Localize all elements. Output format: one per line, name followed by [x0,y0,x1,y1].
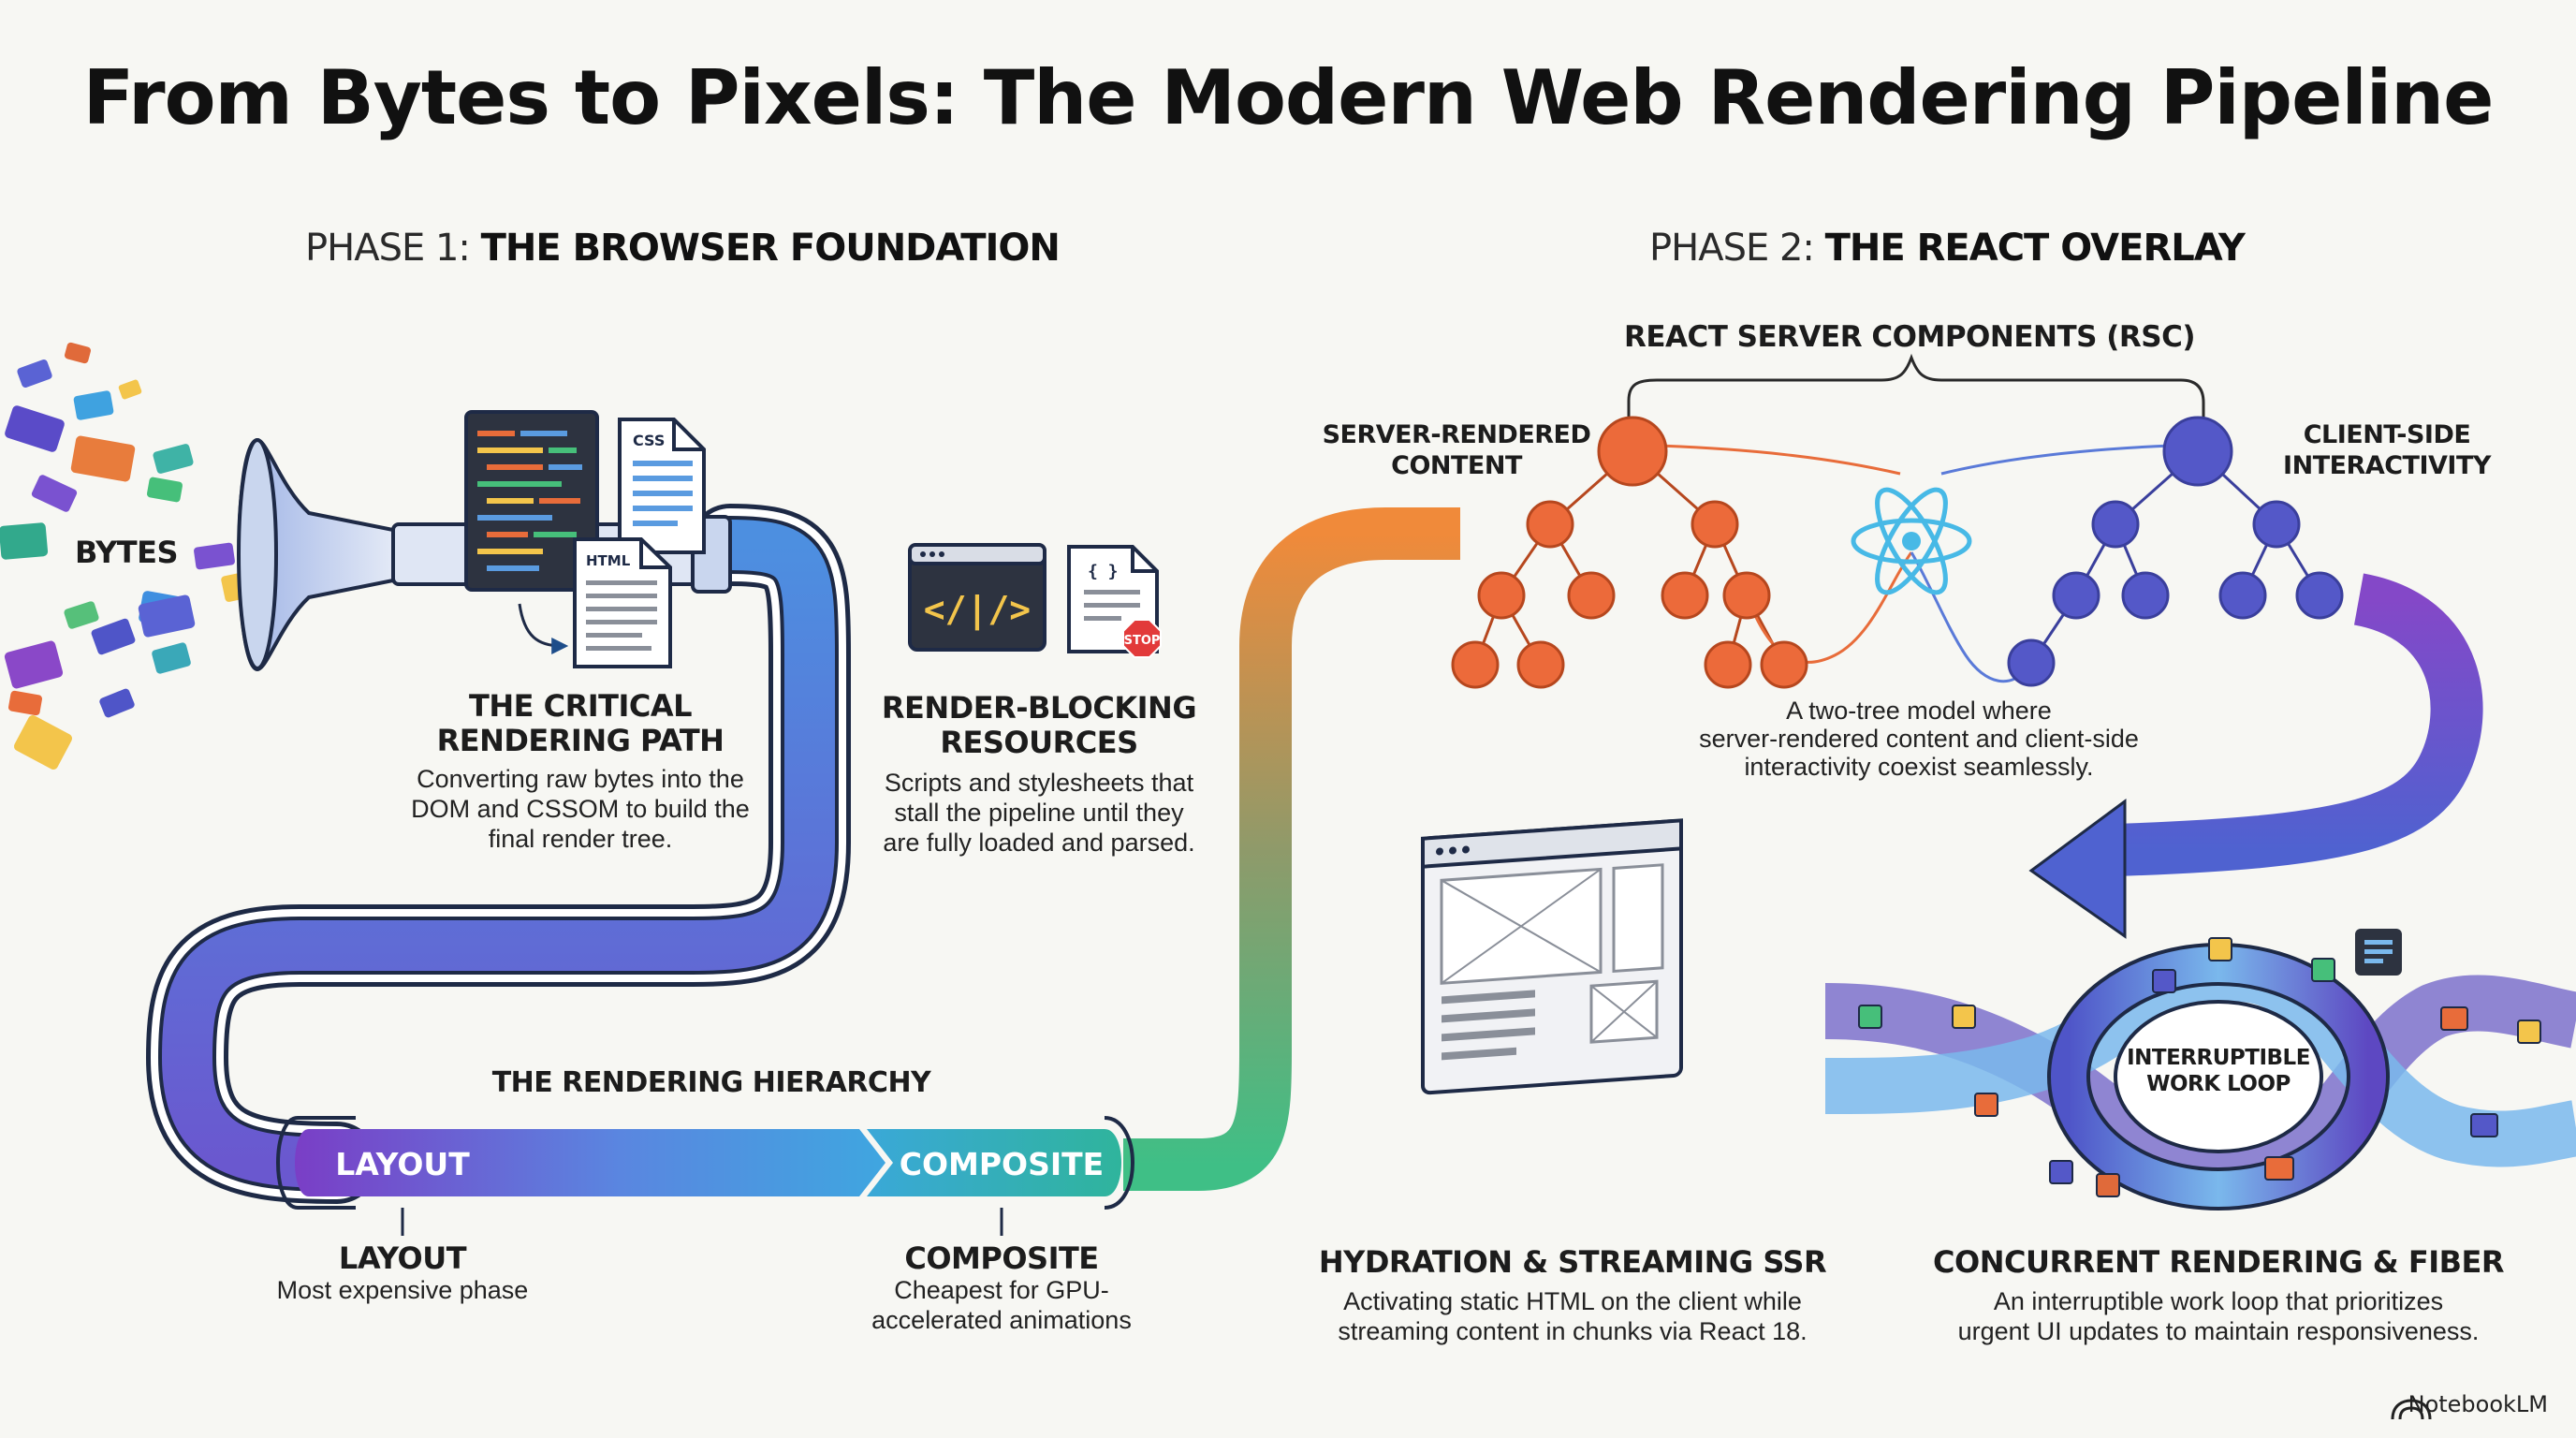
bytes-label: BYTES [74,535,179,570]
browser-wireframe-icon [1421,818,1683,1095]
phase2-name: THE REACT OVERLAY [1824,227,2246,270]
script-window-icon: </|/> [908,543,1046,652]
phase2-heading: PHASE 2: THE REACT OVERLAY [1649,227,2246,270]
css-doc-label: CSS [633,432,665,449]
react-atom-icon [1851,487,1972,595]
rsc-heading: REACT SERVER COMPONENTS (RSC) [1623,320,2196,354]
brand-label: NotebookLM [2408,1391,2548,1417]
layout-text: Most expensive phase [276,1276,529,1304]
rsc-text: A two-tree model where server-rendered c… [1699,697,2139,781]
composite-text: Cheapest for GPU- accelerated animations [871,1276,1132,1334]
bytes-particles [0,342,260,770]
pill-layout-label: LAYOUT [335,1146,470,1182]
render-blocking-heading: RENDER-BLOCKING RESOURCES [881,690,1197,760]
code-document-icon [464,410,599,592]
critical-path-heading: THE CRITICAL RENDERING PATH [436,688,724,758]
client-interactivity-label: CLIENT-SIDE INTERACTIVITY [2283,420,2491,480]
notebooklm-logo-icon [2391,1399,2432,1420]
phase2-down-arrow [2028,573,2483,939]
phase1-name: THE BROWSER FOUNDATION [480,227,1061,270]
hydration-heading: HYDRATION & STREAMING SSR [1318,1244,1827,1280]
work-loop-label: INTERRUPTIBLE WORK LOOP [2127,1046,2310,1096]
client-tree-nodes [2007,416,2344,687]
rendering-hierarchy-heading: THE RENDERING HIERARCHY [491,1066,931,1099]
composite-heading: COMPOSITE [904,1240,1099,1276]
page-title: From Bytes to Pixels: The Modern Web Ren… [82,54,2495,141]
script-window-label: </|/> [924,589,1031,631]
phase2-prefix: PHASE 2: [1649,227,1815,270]
connector-s-curve [1123,507,1460,1191]
concurrent-loop [1824,937,2576,1211]
phase1-prefix: PHASE 1: [305,227,471,270]
pill-composite-label: COMPOSITE [899,1146,1105,1182]
layout-heading: LAYOUT [338,1240,467,1276]
pipeline-tube [145,504,851,1204]
concurrent-text: An interruptible work loop that prioriti… [1957,1287,2480,1345]
stop-sign-label: STOP [1124,634,1161,648]
render-blocking-text: Scripts and stylesheets that stall the p… [883,769,1195,857]
stop-doc-braces: { } [1088,562,1119,581]
html-doc-label: HTML [586,552,631,569]
phase1-heading: PHASE 1: THE BROWSER FOUNDATION [305,227,1061,270]
stop-document-icon: { } STOP [1067,545,1162,658]
rendering-hierarchy-bar [276,1116,1134,1236]
hydration-text: Activating static HTML on the client whi… [1338,1287,1808,1345]
critical-path-text: Converting raw bytes into the DOM and CS… [411,765,750,853]
rsc-bracket [1627,353,2205,426]
server-tree-nodes [1451,416,1808,689]
menu-card-icon [2355,929,2402,976]
html-file-icon: HTML [518,537,672,668]
concurrent-heading: CONCURRENT RENDERING & FIBER [1933,1244,2504,1280]
css-file-icon: CSS [618,418,706,554]
server-content-label: SERVER-RENDERED CONTENT [1322,420,1591,480]
